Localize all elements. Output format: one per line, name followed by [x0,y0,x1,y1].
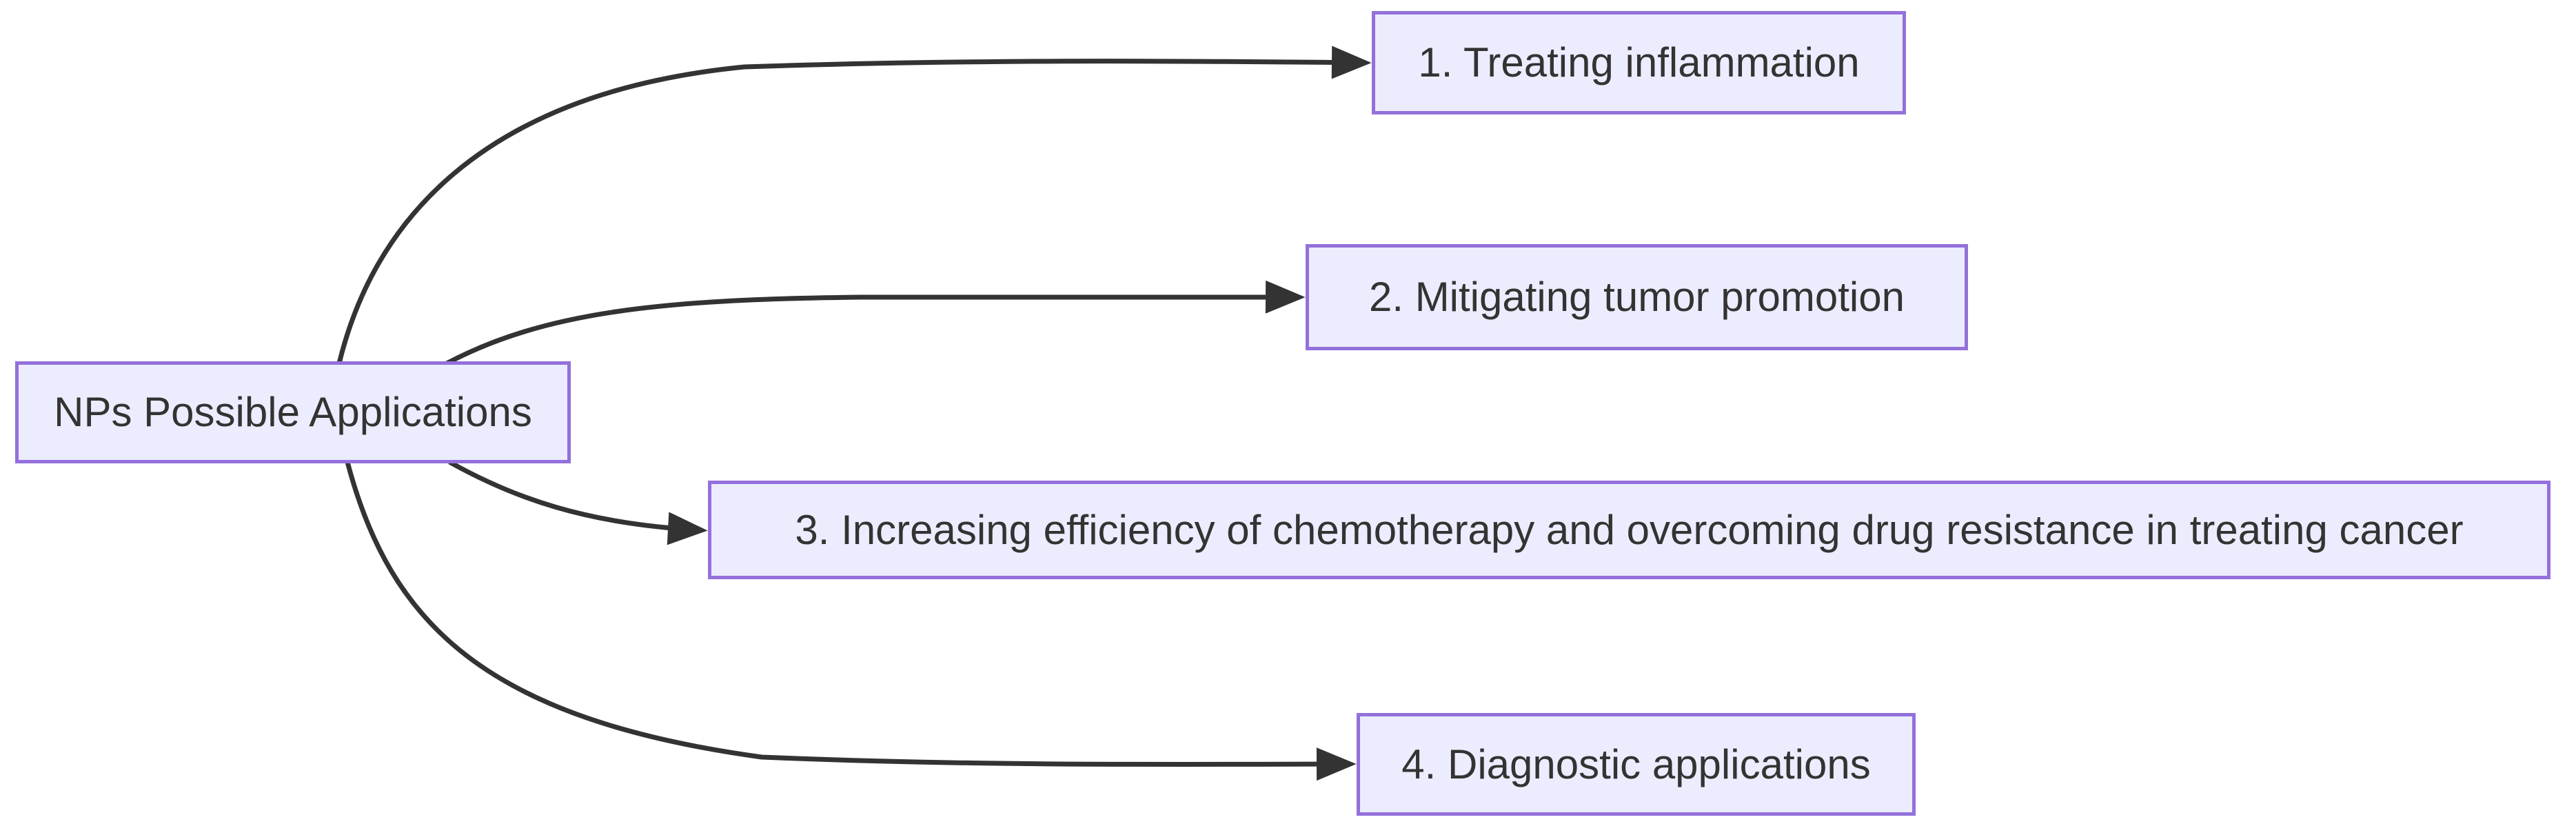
edge-root-to-treating-inflammation [336,46,1372,364]
edge-root-to-increasing-efficiency [448,459,708,545]
edge-root-to-diagnostic-applications [345,461,1357,781]
node-increasing-efficiency-chemotherapy: 3. Increasing efficiency of chemotherapy… [708,481,2550,579]
edge-root-to-mitigating-tumor-promotion [445,280,1306,366]
node-treating-inflammation: 1. Treating inflammation [1372,11,1906,114]
node-mitigating-tumor-promotion: 2. Mitigating tumor promotion [1306,244,1968,350]
node-nps-possible-applications: NPs Possible Applications [15,361,571,463]
node-diagnostic-applications: 4. Diagnostic applications [1357,713,1916,816]
